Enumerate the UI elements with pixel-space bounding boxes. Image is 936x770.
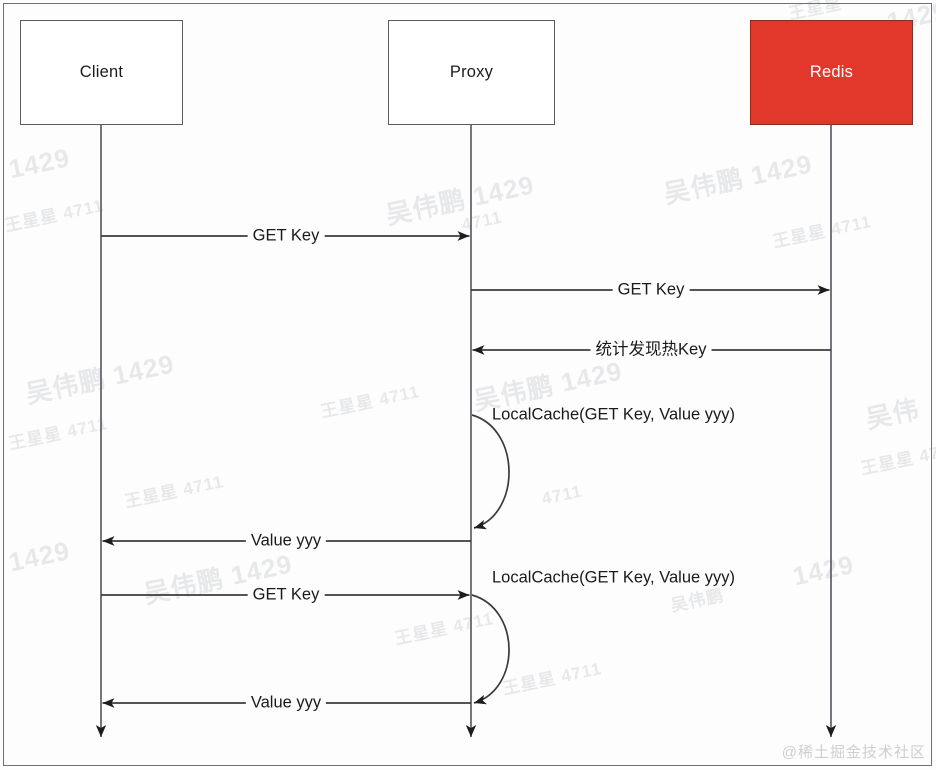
message-label-m2: GET Key (612, 281, 690, 299)
participant-label-client: Client (79, 63, 124, 81)
participant-box-redis[interactable]: Redis (750, 20, 913, 125)
self-message-label-s2: LocalCache(GET Key, Value yyy) (492, 568, 736, 587)
participant-label-proxy: Proxy (449, 63, 494, 81)
diagram-frame-border (3, 3, 932, 766)
message-label-m3: 统计发现热Key (590, 341, 712, 359)
message-label-m5: GET Key (247, 586, 325, 604)
message-label-m6: Value yyy (245, 694, 327, 712)
message-label-m4: Value yyy (245, 532, 327, 550)
source-watermark-credit: @稀土掘金技术社区 (781, 744, 926, 761)
participant-box-client[interactable]: Client (20, 20, 183, 125)
self-message-label-s1: LocalCache(GET Key, Value yyy) (492, 405, 736, 424)
participant-label-redis: Redis (809, 63, 854, 81)
participant-box-proxy[interactable]: Proxy (388, 20, 555, 125)
message-label-m1: GET Key (247, 227, 325, 245)
